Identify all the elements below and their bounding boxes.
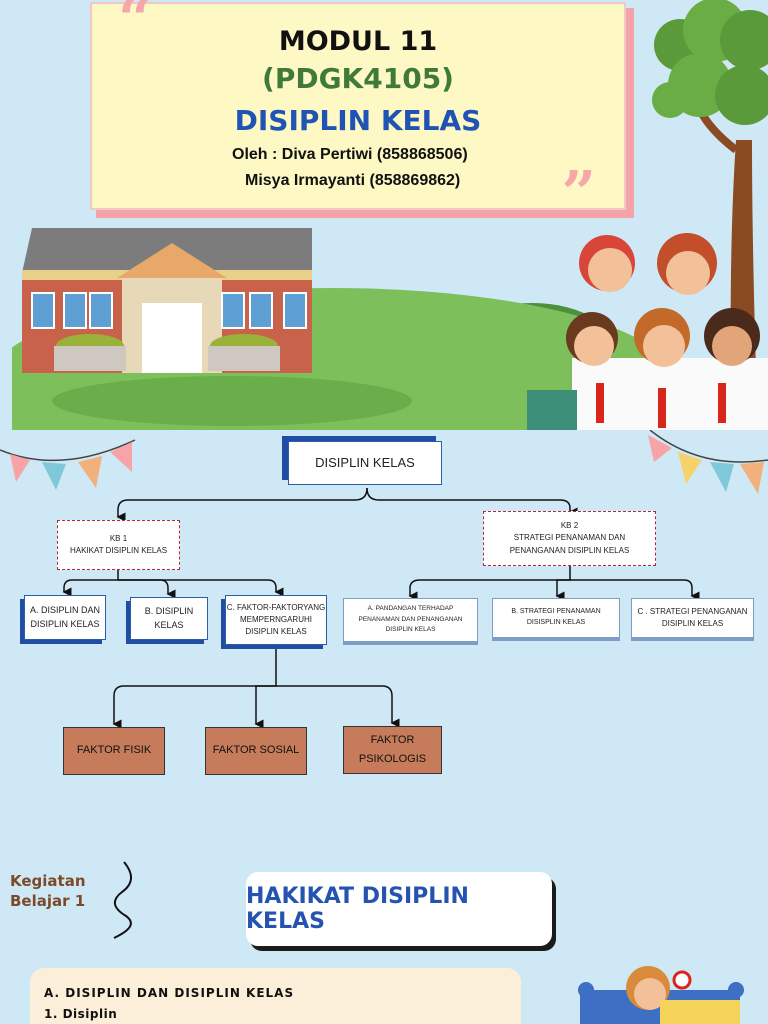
kb2-topic-a-line-2: PENANAMAN DAN PENANGANAN: [358, 615, 463, 623]
kb2-label: KB 2: [560, 520, 579, 530]
school-scene-illustration: [12, 228, 768, 430]
content-card: A. DISIPLIN DAN DISIPLIN KELAS 1. Disipl…: [30, 968, 521, 1024]
kb2-topic-b-line-2: DISISPLIN KELAS: [526, 619, 586, 626]
kb1-topic-c-box: C. FAKTOR-FAKTORYANG MEMPERNGARUHI DISIP…: [225, 595, 327, 645]
factor-physical-box: FAKTOR FISIK: [63, 727, 165, 775]
kb1-topic-b-line-2: KELAS: [154, 619, 184, 630]
sleeping-child-illustration: [578, 966, 744, 1024]
subsection-heading: A. DISIPLIN DAN DISIPLIN KELAS: [44, 986, 295, 1000]
factor-psychological-line-1: FAKTOR: [370, 734, 415, 747]
factor-social-box: FAKTOR SOSIAL: [205, 727, 307, 775]
quote-mark-open-icon: “: [118, 0, 153, 55]
module-title: DISIPLIN KELAS: [234, 104, 482, 137]
kb1-box: KB 1 HAKIKAT DISIPLIN KELAS: [57, 520, 180, 570]
kb2-title-line-2: PENANGANAN DISIPLIN KELAS: [509, 545, 630, 555]
diagram-root-box: DISIPLIN KELAS: [288, 441, 442, 485]
bunting-left-illustration: [0, 439, 136, 490]
kb1-topic-b-box: B. DISIPLIN KELAS: [130, 597, 208, 640]
squiggle-decoration-icon: [113, 861, 132, 939]
learning-activity-line-1: Kegiatan: [10, 872, 86, 890]
kb1-topic-a-line-1: A. DISIPLIN DAN: [29, 604, 101, 615]
factor-psychological-line-2: PSIKOLOGIS: [358, 753, 427, 765]
kb1-title: HAKIKAT DISIPLIN KELAS: [69, 546, 168, 555]
kb2-topic-b-box: B. STRATEGI PENANAMAN DISISPLIN KELAS: [492, 598, 620, 638]
kb1-topic-c-line-2: MEMPERNGARUHI: [239, 615, 312, 624]
author-line-2: Misya Irmayanti (858869862): [245, 172, 461, 189]
diagram-root-label: DISIPLIN KELAS: [315, 454, 415, 470]
kb1-topic-a-line-2: DISIPLIN KELAS: [30, 618, 100, 629]
learning-activity-line-2: Belajar 1: [10, 891, 86, 910]
course-code: (PDGK4105): [262, 62, 454, 95]
kb2-topic-c-line-2: DISIPLIN KELAS: [661, 619, 724, 628]
quote-mark-close-icon: ”: [561, 159, 596, 229]
author-line-1: Oleh : Diva Pertiwi (858868506): [232, 146, 468, 163]
school-scene: [12, 218, 768, 430]
bunting-right-illustration: [648, 430, 768, 494]
factor-social-label: FAKTOR SOSIAL: [212, 744, 300, 757]
kb1-label: KB 1: [109, 533, 128, 543]
factor-physical-label: FAKTOR FISIK: [76, 744, 152, 757]
kb2-topic-a-line-3: DISIPLIN KELAS: [385, 626, 436, 634]
kb1-topic-c-line-3: DISIPLIN KELAS: [245, 627, 307, 636]
kb1-topic-a-box: A. DISIPLIN DAN DISIPLIN KELAS: [24, 595, 106, 640]
kb2-topic-b-line-1: B. STRATEGI PENANAMAN: [511, 608, 601, 616]
kb2-topic-c-box: C . STRATEGI PENANGANAN DISIPLIN KELAS: [631, 598, 754, 638]
kb2-topic-a-box: A. PANDANGAN TERHADAP PENANAMAN DAN PENA…: [343, 598, 478, 642]
subsection-item: 1. Disiplin: [44, 1007, 118, 1021]
kb2-title-line-1: STRATEGI PENANAMAN DAN: [513, 533, 626, 543]
module-number: MODUL 11: [278, 26, 438, 57]
children-illustration: [527, 233, 768, 430]
kb2-topic-a-line-1: A. PANDANGAN TERHADAP: [367, 605, 454, 613]
section-heading: HAKIKAT DISIPLIN KELAS: [246, 872, 552, 946]
kb2-topic-c-line-1: C . STRATEGI PENANGANAN: [637, 606, 748, 616]
title-card: “ ” MODUL 11 (PDGK4105) DISIPLIN KELAS O…: [90, 0, 626, 224]
kb1-topic-b-line-1: B. DISIPLIN: [144, 605, 194, 616]
factor-psychological-box: FAKTOR PSIKOLOGIS: [343, 726, 442, 774]
kb1-topic-c-line-1: C. FAKTOR-FAKTORYANG: [226, 603, 326, 612]
learning-activity-label: Kegiatan Belajar 1: [10, 872, 86, 911]
kb2-box: KB 2 STRATEGI PENANAMAN DAN PENANGANAN D…: [483, 511, 656, 566]
